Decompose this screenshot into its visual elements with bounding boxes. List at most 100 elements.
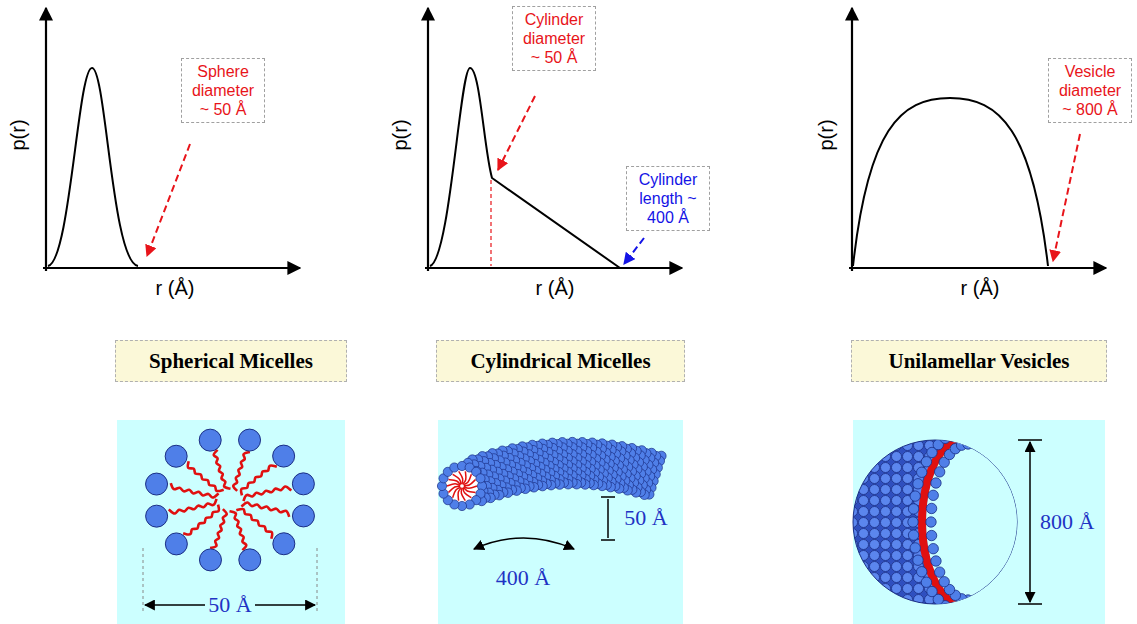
lipid-head: [928, 490, 938, 500]
lipid-head: [934, 567, 944, 577]
lipid-tail: [169, 499, 217, 514]
lipid-tail: [464, 487, 476, 493]
lipid-head: [947, 605, 957, 615]
axis-label-y: p(r): [389, 117, 411, 152]
leader-arrow: [147, 144, 190, 256]
lipid-tail: [453, 474, 461, 484]
axis-label-x: r (Å): [154, 277, 197, 299]
lipid-tail: [464, 479, 476, 485]
unilamellar-vesicle: [853, 425, 1030, 619]
lipid-head: [931, 556, 941, 566]
lipid-head: [955, 608, 965, 618]
lipid-head: [931, 478, 941, 488]
lipid-head: [917, 467, 927, 477]
cylindrical-micelle: [437, 437, 666, 510]
lipid-head: [927, 586, 937, 596]
axis-label-y: p(r): [815, 117, 837, 152]
dimension-line: [474, 497, 615, 549]
title-text: Spherical Micelles: [149, 349, 313, 374]
callout-box: Vesicle diameter ~ 800 Å: [1048, 58, 1132, 123]
title-box: Unilamellar Vesicles: [851, 340, 1107, 382]
lipid-head: [921, 457, 931, 467]
panel-ground: [117, 420, 345, 624]
dimension-line: [1018, 439, 1042, 441]
axis-label-y: p(r): [7, 117, 29, 152]
lipid-head: [963, 609, 973, 619]
panel-ground: [438, 420, 683, 624]
lipid-head: [910, 543, 920, 553]
lipid-head: [239, 549, 261, 571]
lipid-head: [292, 473, 314, 495]
dimension-label: 50 Å: [621, 506, 670, 530]
dimension-label: 400 Å: [493, 566, 553, 590]
lipid-tail: [464, 486, 477, 488]
pr-plot: [490, 180, 491, 266]
pr-plot: [425, 267, 682, 269]
leader-arrow: [147, 96, 1080, 264]
callout-text: Sphere diameter ~ 50 Å: [186, 62, 260, 119]
dimension-line: [143, 548, 144, 614]
vesicle-interior: [926, 430, 1030, 614]
lipid-head: [199, 429, 221, 451]
illustration-panel: 800 Å: [853, 420, 1105, 624]
pr-plot: [853, 98, 1048, 266]
lipid-tail: [458, 488, 461, 501]
lipid-head: [928, 543, 938, 553]
lipid-tail: [447, 484, 460, 486]
illustration-panel: 50 Å 400 Å: [438, 420, 683, 624]
lipid-tail: [462, 471, 465, 484]
title-box: Spherical Micelles: [115, 340, 347, 382]
lipid-head: [165, 445, 187, 467]
pr-plot: [43, 8, 300, 271]
lipid-head: [913, 555, 923, 565]
lipid-tail: [448, 479, 460, 485]
lipid-head: [921, 577, 931, 587]
dimension-label: 800 Å: [1037, 510, 1097, 534]
dimension-line: [607, 499, 609, 538]
callout-box: Cylinder diameter ~ 50 Å: [512, 6, 596, 71]
pr-plot: [45, 8, 47, 271]
callout-text: Cylinder length ~ 400 Å: [631, 170, 705, 227]
lipid-head: [917, 567, 927, 577]
panel-ground: [117, 420, 1105, 624]
bilayer-cutaway: [908, 425, 1030, 619]
lipid-head: [908, 504, 918, 514]
lipid-tail: [453, 488, 461, 498]
lipid-head: [963, 425, 973, 435]
lipid-tail: [244, 486, 292, 501]
dimension-line: [1029, 442, 1031, 602]
axis-label-x: r (Å): [534, 277, 577, 299]
lipid-head: [940, 433, 950, 443]
pr-plot: [430, 68, 620, 268]
dimension-line: [601, 496, 615, 498]
lipid-tail: [448, 486, 460, 492]
callout-box: Cylinder length ~ 400 Å: [626, 166, 710, 231]
title-text: Cylindrical Micelles: [470, 349, 650, 374]
lipid-tail: [463, 488, 471, 498]
bilayer-tails: [922, 436, 968, 608]
lipid-tail: [461, 488, 465, 501]
lipid-head: [947, 429, 957, 439]
lipid-tail: [214, 450, 231, 489]
lipid-head: [165, 533, 187, 555]
dimension-line: [601, 539, 615, 541]
spherical-micelle: [146, 429, 315, 571]
lipid-head: [273, 533, 295, 555]
lipid-head: [910, 491, 920, 501]
leader-arrow: [498, 96, 535, 170]
lipid-head: [146, 505, 168, 527]
callout-text: Vesicle diameter ~ 800 Å: [1053, 62, 1127, 119]
callout-text: Cylinder diameter ~ 50 Å: [517, 10, 591, 67]
leader-arrow: [1053, 134, 1080, 261]
leader-arrow: [624, 238, 644, 264]
lipid-head: [934, 467, 944, 477]
lipid-head: [926, 517, 936, 527]
lipid-head: [926, 503, 936, 513]
axis-label-x: r (Å): [959, 277, 1002, 299]
lipid-head: [239, 429, 261, 451]
dimension-line: [317, 548, 318, 614]
pr-plot: [48, 68, 138, 266]
pr-plot: [851, 8, 853, 271]
